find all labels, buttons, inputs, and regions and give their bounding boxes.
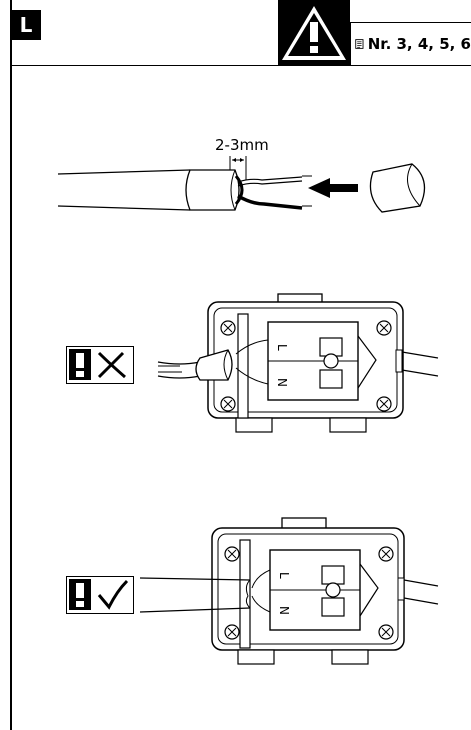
terminal-l-label: L <box>277 572 291 579</box>
terminal-n-label: N <box>275 378 289 387</box>
terminal-l-label: L <box>275 344 289 351</box>
screw-icon <box>224 546 394 640</box>
header-divider <box>10 65 471 66</box>
check-icon <box>97 579 129 610</box>
warning-badge <box>278 0 350 66</box>
strip-length-label: 2-3mm <box>215 136 269 154</box>
correct-mark-badge <box>66 576 134 614</box>
step-letter-badge: L <box>11 10 41 40</box>
screw-icon <box>220 320 392 412</box>
wrong-connection-diagram: L N <box>157 293 439 433</box>
cross-icon <box>97 351 126 379</box>
reference-box: Nr. 3, 4, 5, 6 <box>350 22 471 66</box>
left-border <box>10 0 12 730</box>
warning-triangle-icon <box>282 6 346 60</box>
cable-strip-diagram: 2-3mm <box>57 136 426 213</box>
document-icon <box>355 39 364 49</box>
correct-connection-diagram: L N <box>140 517 439 665</box>
reference-label: Nr. 3, 4, 5, 6 <box>367 35 471 53</box>
wrong-mark-badge <box>66 346 134 384</box>
terminal-n-label: N <box>277 606 291 615</box>
